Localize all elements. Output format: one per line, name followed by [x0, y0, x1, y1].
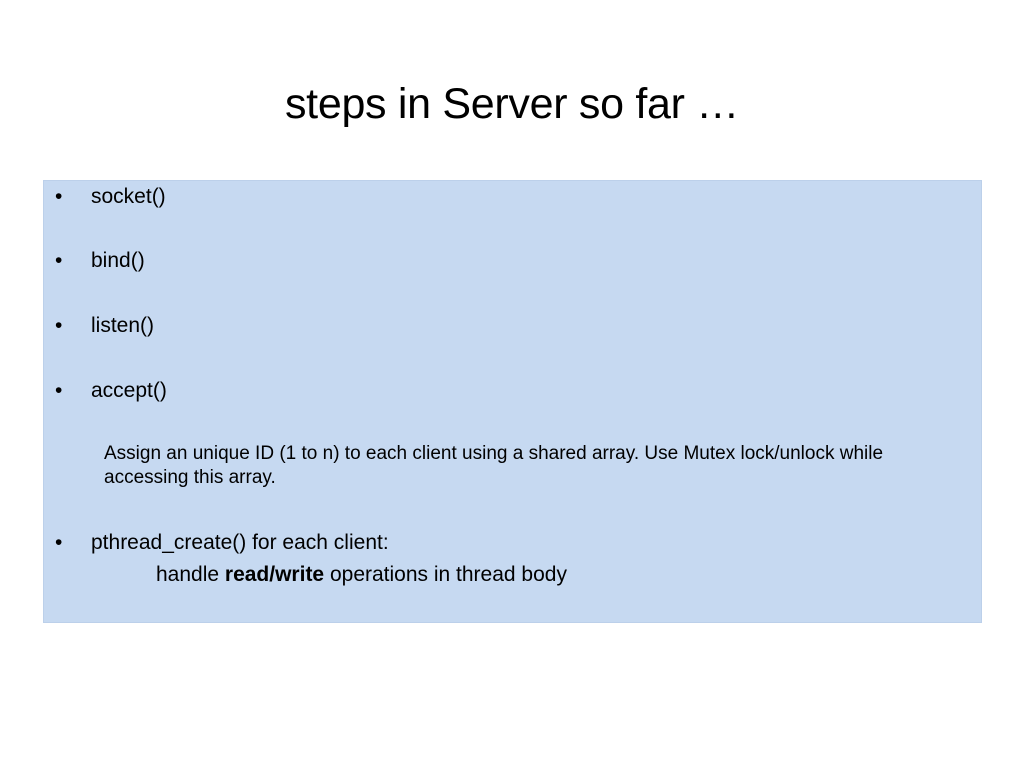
- detail-emphasis: read/write: [224, 563, 325, 586]
- step-label: accept(): [91, 379, 167, 402]
- slide-title: steps in Server so far …: [284, 80, 740, 128]
- bullet-icon: •: [55, 185, 63, 208]
- step-label: listen(): [91, 314, 155, 337]
- bullet-icon: •: [55, 379, 63, 402]
- step-label: pthread_create() for each client:: [91, 531, 389, 554]
- step-label: bind(): [91, 249, 145, 272]
- step-label: socket(): [91, 185, 166, 208]
- bullet-icon: •: [55, 249, 63, 272]
- bullet-icon: •: [55, 531, 63, 554]
- accept-note: Assign an unique ID (1 to n) to each cli…: [104, 443, 884, 488]
- bullet-icon: •: [55, 314, 63, 337]
- content-box: • socket() • bind() • listen() • accept(…: [43, 180, 982, 623]
- detail-prefix: handle: [156, 563, 225, 586]
- thread-body-detail: handle read/write operations in thread b…: [156, 560, 567, 590]
- detail-suffix: operations in thread body: [324, 563, 567, 586]
